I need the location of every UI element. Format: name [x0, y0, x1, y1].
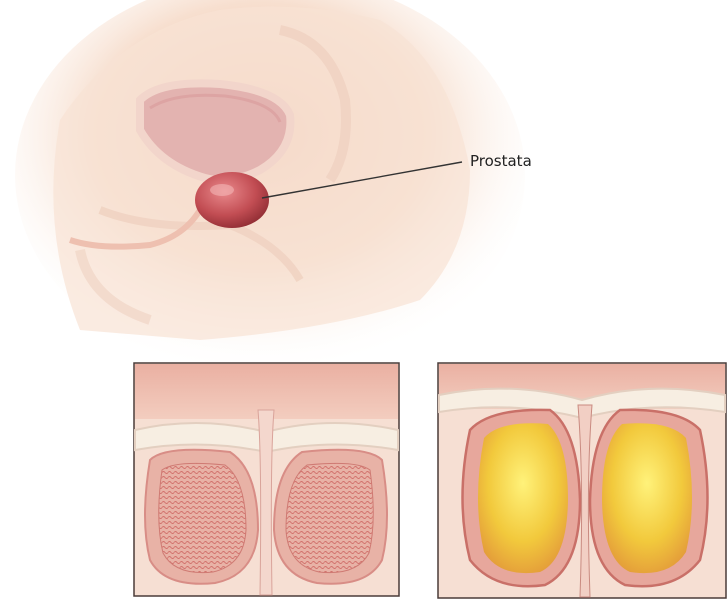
pelvis-silhouette [15, 0, 525, 375]
enlarged-prostate-panel [438, 363, 726, 598]
prostata-label: Prostata [470, 152, 532, 170]
normal-prostate-panel [134, 363, 399, 596]
prostate-gland [195, 172, 269, 228]
